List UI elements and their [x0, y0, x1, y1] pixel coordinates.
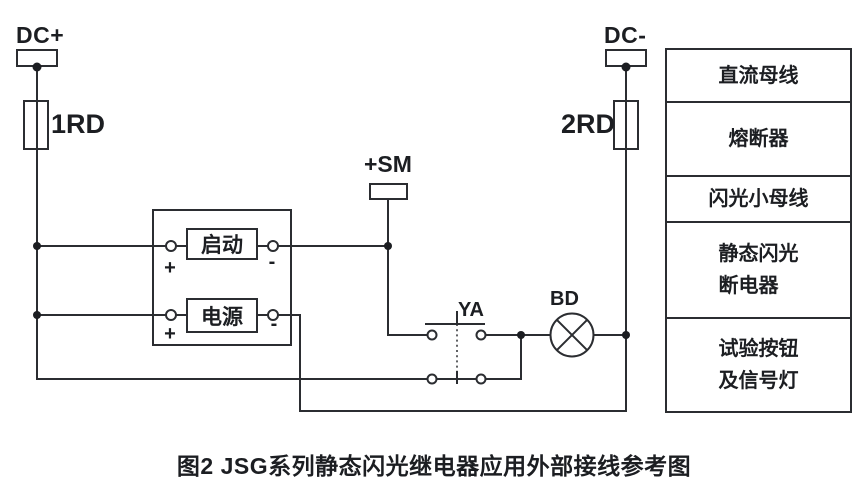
fuse-1rd-symbol [23, 100, 49, 150]
legend-label: 及信号灯 [718, 370, 799, 392]
relay-power-minus-terminal [267, 309, 279, 321]
ya-nc-contact-right [475, 373, 487, 385]
legend-label: 直流母线 [718, 64, 799, 87]
start-minus-sign: - [268, 251, 276, 273]
fuse-1rd-label: 1RD [51, 109, 106, 139]
wire-power-dc-minus-bus [37, 66, 627, 412]
junction-flash-bus [384, 242, 392, 250]
legend-row-test-lamp: 试验按钮 及信号灯 [667, 319, 850, 411]
relay-start-label: 启动 [201, 234, 243, 257]
test-button-label: YA [458, 299, 484, 321]
legend-row-flash-bus: 闪光小母线 [667, 177, 850, 223]
junction-lamp-left [517, 331, 525, 339]
power-plus-sign: + [164, 323, 176, 345]
lamp-bd-cross [556, 319, 588, 351]
junction-start-row [33, 242, 41, 250]
relay-start-box [186, 228, 258, 260]
legend-row-flash-relay: 静态闪光 断电器 [667, 223, 850, 319]
relay-outline [152, 209, 292, 346]
relay-start-minus-terminal [267, 240, 279, 252]
wire-flash-bus-drop [387, 199, 427, 336]
relay-power-label: 电源 [201, 305, 243, 329]
legend-row-fuse: 熔断器 [667, 103, 850, 177]
flash-bus-label: +SM [364, 151, 412, 177]
junction-power-row [33, 311, 41, 319]
legend-row-dc-bus: 直流母线 [667, 50, 850, 103]
legend-table: 直流母线 熔断器 闪光小母线 静态闪光 断电器 试验按钮 及信号灯 [665, 48, 852, 413]
wire-nc-to-junction [486, 335, 522, 380]
legend-label: 断电器 [718, 275, 779, 297]
relay-power-plus-terminal [165, 309, 177, 321]
fuse-2rd-label: 2RD [561, 109, 616, 139]
relay-power-box [186, 298, 258, 333]
figure-caption: 图2 JSG系列静态闪光继电器应用外部接线参考图 [176, 453, 692, 479]
legend-label: 闪光小母线 [708, 188, 809, 210]
terminal-flash-bus [369, 183, 408, 200]
start-plus-sign: + [164, 257, 176, 279]
junction-lamp-right [622, 331, 630, 339]
dc-minus-label: DC- [604, 22, 647, 48]
relay-start-plus-terminal [165, 240, 177, 252]
dc-plus-terminal-dot [32, 62, 42, 72]
legend-label: 熔断器 [728, 128, 789, 150]
dc-plus-label: DC+ [16, 22, 65, 48]
ya-no-contact-left [426, 329, 438, 341]
lamp-label: BD [550, 288, 579, 310]
legend-label: 静态闪光 [718, 243, 799, 265]
power-minus-sign: - [270, 313, 278, 335]
wire-dc-plus-bus [36, 66, 427, 380]
ya-nc-contact-left [426, 373, 438, 385]
legend-label: 试验按钮 [718, 338, 799, 360]
fuse-2rd-symbol [613, 100, 639, 150]
ya-no-contact-right [475, 329, 487, 341]
dc-minus-terminal-dot [621, 62, 631, 72]
